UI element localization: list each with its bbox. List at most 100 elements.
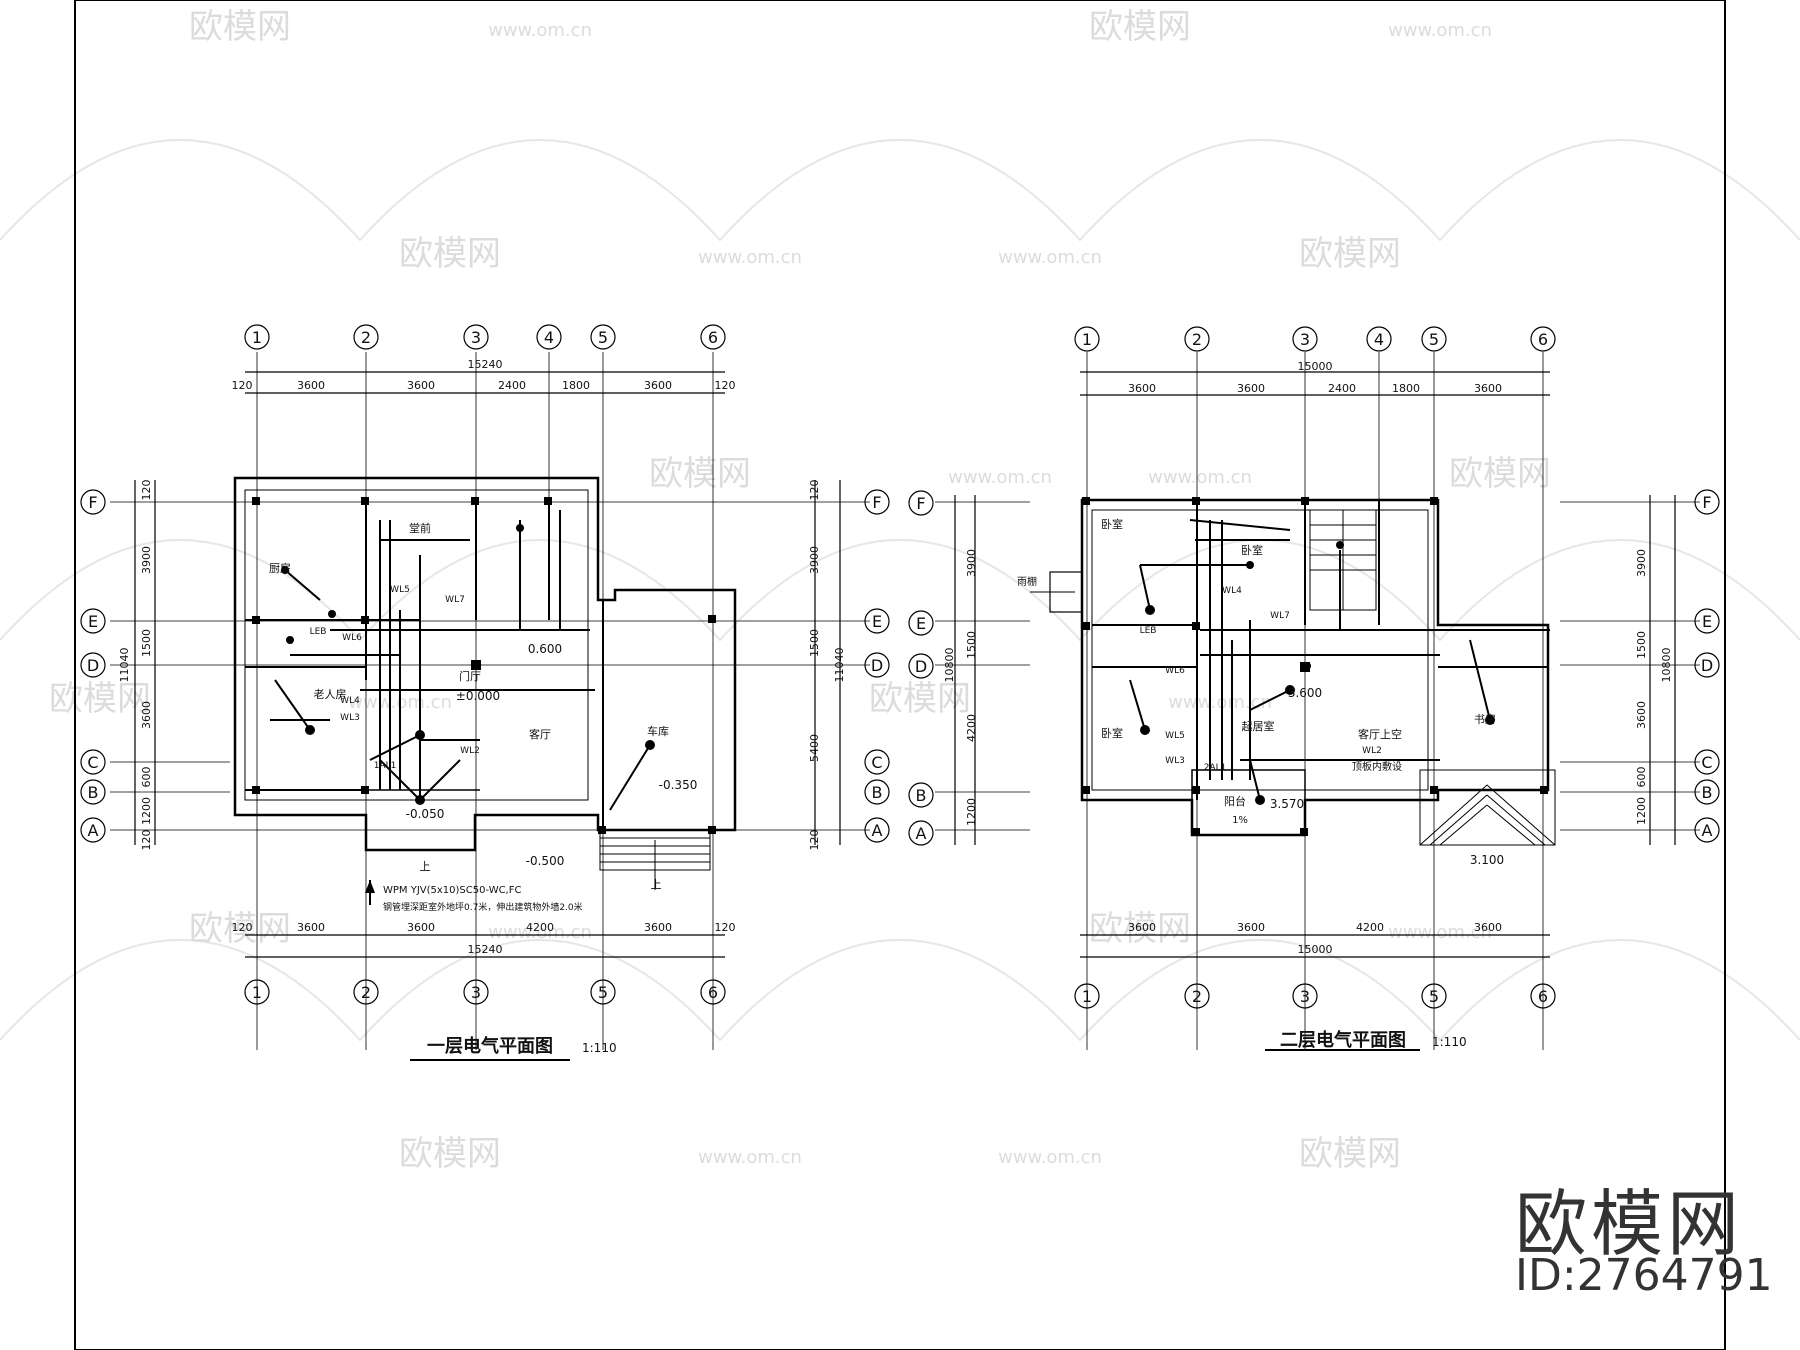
plan1-axis-top-2-bubble [353, 324, 379, 350]
plan2-axis-top-1-bubble [1074, 326, 1100, 352]
plan1-row-left-C: C [87, 753, 98, 772]
plan1-circuit-label: WL3 [340, 713, 360, 723]
plan1-dim-bottom: 3600 [407, 921, 435, 934]
plan1-row-right-A: A [872, 821, 883, 840]
plan1-dim-left: 1500 [140, 629, 153, 657]
plan1-level-mark: ±0.000 [456, 689, 500, 703]
plan1-row-left-A-bubble [80, 817, 106, 843]
plan1-dim-top: 120 [715, 379, 736, 392]
plan1-axis-top-4: 4 [544, 328, 554, 347]
plan2-dim-right: 1500 [1635, 631, 1648, 659]
plan2-circuit-label: LEB [1140, 626, 1157, 636]
plan2-room-label: 卧室 [1241, 543, 1263, 557]
plan2-axis-bottom-1: 1 [1082, 987, 1092, 1006]
plan1-dim-left: 1200 [140, 797, 153, 825]
plan2-stair [1309, 509, 1377, 611]
plan1-dim-top-total: 15240 [468, 358, 503, 371]
plan2-dim-top-total: 15000 [1298, 360, 1333, 373]
plan1-circuit-label: 1AL1 [374, 761, 397, 771]
plan1-dim-right: 120 [808, 830, 821, 851]
watermark-url: www.om.cn [698, 1147, 802, 1168]
plan2-row-left-B-bubble [908, 782, 934, 808]
plan1-circuit-label: WL2 [460, 746, 480, 756]
plan1-row-left-D: D [87, 656, 99, 675]
plan1-columns [252, 497, 716, 834]
watermark-url: www.om.cn [1148, 467, 1252, 488]
plan1-garage-stair-up: 上 [651, 878, 662, 891]
plan2-axis-bottom-1-bubble [1074, 983, 1100, 1009]
plan2-axis-bottom-5-bubble [1421, 983, 1447, 1009]
watermark-arcs [0, 139, 1800, 1042]
plan1-dim-left: 3600 [140, 701, 153, 729]
plan1-cable-note: WPM YJV(5x10)SC50-WC,FC [383, 885, 521, 896]
watermark-url: www.om.cn [1388, 20, 1492, 41]
plan2-axis-top-5-bubble [1421, 326, 1447, 352]
plan1-row-right-C: C [871, 753, 882, 772]
plan2-axis-bottom-2: 2 [1192, 987, 1202, 1006]
plan2-circuit-label: WL4 [1222, 586, 1242, 596]
plan1-room-label: 老人房 [314, 688, 347, 701]
plan2-axis-top-6-bubble [1530, 326, 1556, 352]
plan2-axis-top-2-bubble [1184, 326, 1210, 352]
plan1-dim-right-total: 11040 [833, 648, 846, 683]
plan1-dim-top: 120 [232, 379, 253, 392]
plan2-circuit-label: 2AL1 [1204, 763, 1227, 773]
plan1-dim-right: 5400 [808, 734, 821, 762]
plan2-dim-bottom: 3600 [1474, 921, 1502, 934]
plan1-axis-bottom-3: 3 [471, 983, 481, 1002]
plan2-rain-canopy-label: 雨棚 [1017, 575, 1037, 588]
plan2-dim-left: 4200 [965, 714, 978, 742]
plan2-row-right-F-bubble [1694, 489, 1720, 515]
plan2-axis-top-3-bubble [1292, 326, 1318, 352]
plan1-level-mark: 0.600 [528, 642, 562, 656]
plan1-row-left-E-bubble [80, 608, 106, 634]
plan1-dim-top: 3600 [407, 379, 435, 392]
plan2-axis-top-6: 6 [1538, 330, 1548, 349]
plan1-axis-top-1: 1 [252, 328, 262, 347]
plan2-row-right-A-bubble [1694, 817, 1720, 843]
plan1-axis-top-5: 5 [598, 328, 608, 347]
plan1-row-left-F: F [88, 493, 97, 512]
plan1-axis-top-5-bubble [590, 324, 616, 350]
plan1-dim-top: 2400 [498, 379, 526, 392]
plan1-dim-left: 600 [140, 767, 153, 788]
plan1-circuit-label: WL4 [340, 696, 360, 706]
plan1-scale: 1:110 [582, 1041, 617, 1055]
plan2-axis-bottom-6-bubble [1530, 983, 1556, 1009]
plan1-row-right-F: F [872, 493, 881, 512]
plan1-row-left-B-bubble [80, 779, 106, 805]
watermark-logo: 欧模网 [1089, 7, 1191, 47]
plan2-dim-bottom: 3600 [1128, 921, 1156, 934]
plan2-row-left-E: E [916, 614, 926, 633]
plan1-axis-top-6-bubble [700, 324, 726, 350]
plan2-dim-top: 3600 [1128, 382, 1156, 395]
plan2-row-right-E-bubble [1694, 608, 1720, 634]
plan2-row-left-F: F [916, 494, 925, 513]
plan1-row-right-B: B [872, 783, 883, 802]
plan2-axis-bottom-6: 6 [1538, 987, 1548, 1006]
plan2-dim-bottom-total: 15000 [1298, 943, 1333, 956]
plan1-dim-bottom: 4200 [526, 921, 554, 934]
brand-id: ID:2764791 [1515, 1250, 1773, 1301]
plan2-axis-top-5: 5 [1429, 330, 1439, 349]
plan1-axis-bottom-2: 2 [361, 983, 371, 1002]
plan2-row-right-B-bubble [1694, 779, 1720, 805]
plan2-row-right-D-bubble [1694, 652, 1720, 678]
plan1-dim-left-total: 11040 [118, 648, 131, 683]
plan1-axis-bottom-1-bubble [244, 979, 270, 1005]
plan2-axis-lines [935, 352, 1700, 1050]
plan1-dim-top: 1800 [562, 379, 590, 392]
brand-logo-text: 欧模网 [1515, 1182, 1744, 1266]
plan2-row-right-E: E [1702, 612, 1712, 631]
plan1-row-left-C-bubble [80, 749, 106, 775]
plan2-circuit-label: WL2 [1362, 746, 1382, 756]
plan1-row-right-D: D [871, 656, 883, 675]
plan1-row-right-E: E [872, 612, 882, 631]
plan1-pipe-note: 钢管埋深距室外地坪0.7米，伸出建筑物外墙2.0米 [383, 901, 583, 913]
plan1-garage-stair [599, 829, 711, 890]
plan2-room-label: 卧室 [1101, 726, 1123, 740]
plan2-room-label: 客厅上空 [1358, 727, 1402, 741]
plan2-dim-left: 1500 [965, 631, 978, 659]
